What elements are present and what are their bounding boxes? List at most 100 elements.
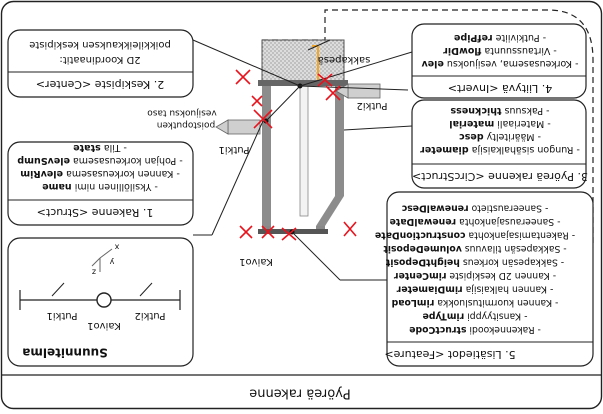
page-title: Pyöreä rakenne <box>249 386 351 401</box>
struct-box-item: - Kannen korkeusasema elevRim <box>20 169 180 180</box>
feature-box-item-label: - Kannen kuormitusluokka <box>434 298 558 309</box>
feature-box-item-label: - Rakennekoodi <box>466 325 540 336</box>
feature-box-item-label: - Kannen halkaisija <box>463 284 554 295</box>
struct-box-item: - Tila state <box>73 143 127 154</box>
struct-box-item-label: - Kannen korkeusasema <box>63 169 180 180</box>
invert-box-item-label: - Korkeusasema, vesijuoksu <box>444 59 579 70</box>
circ-box-items: - Rungon sisähalkaisija diameter - Määrit… <box>420 106 580 156</box>
feature-box-item-attribute: structCode <box>409 325 466 336</box>
invert-box-item-attribute: flowDir <box>443 46 481 57</box>
circ-box: 3. Pyöreä rakenne <CircStruct> - Rungon … <box>411 99 588 189</box>
circ-box-item-attribute: desc <box>459 132 484 143</box>
title-bar: Pyöreä rakenne <box>2 374 601 401</box>
struct-box-item-attribute: state <box>73 143 101 154</box>
shaft-wall-right <box>335 86 344 196</box>
struct-box-item: - Pohjan korkeusasema elevSump <box>17 156 183 167</box>
axis-icon: x y z <box>91 243 119 277</box>
struct-box-item-attribute: elevRim <box>20 169 63 180</box>
feature-box-item: - Rakentamisajankohta constructionDate <box>375 230 575 241</box>
feature-box-item: - Kannen 2D keskipiste rimCenter <box>394 271 557 282</box>
feature-box-item: - Rakennekoodi structCode <box>409 325 541 336</box>
invert-box-item-label: - Putkiviite <box>493 33 546 44</box>
feature-box-item: - Sakkapesän korkeus heightDeposit <box>385 257 564 268</box>
invert-box-item: - Putkiviite refPipe <box>454 33 546 44</box>
legend-title: Suunnitelma <box>22 346 108 360</box>
bottom-slab <box>258 80 348 86</box>
center-box-line-1: 2D Koordinaatit: <box>59 54 140 65</box>
struct-box-item-attribute: elevSump <box>17 156 70 167</box>
feature-box-item: - Kannen kuormitusluokka rimLoad <box>392 298 559 309</box>
pipe1-arrow <box>215 119 229 135</box>
struct-box: 1. Rakenne <Struct> - Yksilöllinen nimi … <box>7 141 194 226</box>
center-box-line-2: poikkileikkauksen keskipiste <box>29 39 171 50</box>
legend-node-label: Kaivo1 <box>87 320 121 331</box>
legend-pipe-right: Putki2 <box>134 310 165 321</box>
feature-box-item-label: - Sakkapesän tilavuus <box>462 244 567 255</box>
circ-box-item-label: - Paksuus <box>501 106 549 117</box>
feature-box-item-attribute: rimCenter <box>394 271 447 282</box>
invert-box-item: - Korkeusasema, vesijuoksu elev <box>421 59 579 70</box>
legend-node-circle <box>96 292 112 308</box>
feature-box-item: - Saneeraustieto renewalDesc <box>402 203 549 214</box>
center-box: 2. Keskipiste <Center> 2D Koordinaatit: … <box>7 29 194 98</box>
feature-box-item: - Kannen halkaisija rimDiameter <box>396 284 553 295</box>
feature-box-item: - Saneerausajankohta renewalDate <box>390 217 561 228</box>
feature-box-item-label: - Kannen 2D keskipiste <box>446 271 556 282</box>
invert-box-item: - Virtaussuunta flowDir <box>443 46 557 57</box>
red-markers <box>235 69 357 241</box>
feature-box-item-attribute: rimType <box>423 311 465 322</box>
feature-box-item: - Kansityyppi rimType <box>423 311 528 322</box>
feature-box-item-label: - Saneerausajankohta <box>456 217 560 228</box>
feature-box-heading: 5. Lisätiedot <Feature> <box>384 348 515 361</box>
label-putki1: Putki1 <box>218 144 249 155</box>
circ-box-item-label: - Rungon sisähalkaisija <box>469 145 580 156</box>
leader-lines <box>192 39 413 281</box>
shaft-wall-left <box>262 86 271 196</box>
feature-box-items: - Rakennekoodi structCode - Kansityyppi r… <box>375 203 575 336</box>
circ-box-item-attribute: material <box>449 119 494 130</box>
feature-box-item-attribute: renewalDate <box>390 217 457 228</box>
invert-box-item-attribute: refPipe <box>454 33 493 44</box>
feature-box-item-label: - Sakkapesän korkeus <box>460 257 564 268</box>
label-kaivo1: Kaivo1 <box>239 256 273 267</box>
invert-box-heading: 4. Liityvä <Invert> <box>448 82 553 95</box>
label-putki2: Putki2 <box>356 100 387 111</box>
feature-box-item-attribute: renewalDesc <box>402 203 469 214</box>
circ-box-item: - Määritelty desc <box>459 132 541 143</box>
feature-box-item-label: - Saneeraustieto <box>469 203 549 214</box>
inner-pipe <box>299 85 309 217</box>
feature-box-item-attribute: volumeDeposit <box>383 244 462 255</box>
manhole-drawing: sakkapesä Putki2 Putki1 Kaivo1 vesijuoks… <box>147 39 413 281</box>
circ-box-item: - Rungon sisähalkaisija diameter <box>420 145 580 156</box>
legend-pipe-left: Putki1 <box>46 310 77 321</box>
invert-box-items: - Korkeusasema, vesijuoksu elev - Virtaus… <box>421 33 579 70</box>
circ-box-item-attribute: diameter <box>420 145 469 156</box>
feature-box-item-label: - Kansityyppi <box>464 311 527 322</box>
cone-right <box>316 196 344 226</box>
label-vesijuoksu-1: vesijuoksu taso <box>147 108 217 118</box>
invert-box-item-label: - Virtaussuunta <box>481 46 556 57</box>
feature-box-item-attribute: rimLoad <box>392 298 435 309</box>
axis-y-label: y <box>109 258 114 267</box>
invert-box-item-attribute: elev <box>421 59 444 70</box>
feature-box-item-label: - Rakentamisajankohta <box>466 230 576 241</box>
pipe2-body <box>347 83 381 99</box>
cone-left <box>262 196 271 226</box>
feature-box-item: - Sakkapesän tilavuus volumeDeposit <box>383 244 567 255</box>
struct-box-item-label: - Tila <box>101 143 127 154</box>
center-box-heading: 2. Keskipiste <Center> <box>36 78 164 91</box>
struct-box-items: - Yksilöllinen nimi name - Kannen korkeus… <box>17 143 183 193</box>
circ-box-heading: 3. Pyöreä rakenne <CircStruct> <box>412 170 588 183</box>
feature-box-item-attribute: heightDeposit <box>385 257 460 268</box>
label-sakkapesa: sakkapesä <box>318 54 371 65</box>
circ-box-item-label: - Määritelty <box>484 132 541 143</box>
struct-box-heading: 1. Rakenne <Struct> <box>37 206 154 219</box>
circ-box-item-attribute: thickness <box>450 106 501 117</box>
invert-box: 4. Liityvä <Invert> - Korkeusasema, vesi… <box>411 23 587 99</box>
struct-box-item: - Yksilöllinen nimi name <box>42 182 158 193</box>
axis-z-label: z <box>92 268 96 277</box>
legend-box: Suunnitelma Putki1 Putki2 Kaivo1 x y z <box>7 237 194 367</box>
feature-box-item-attribute: rimDiameter <box>396 284 462 295</box>
struct-box-item-attribute: name <box>42 182 72 193</box>
